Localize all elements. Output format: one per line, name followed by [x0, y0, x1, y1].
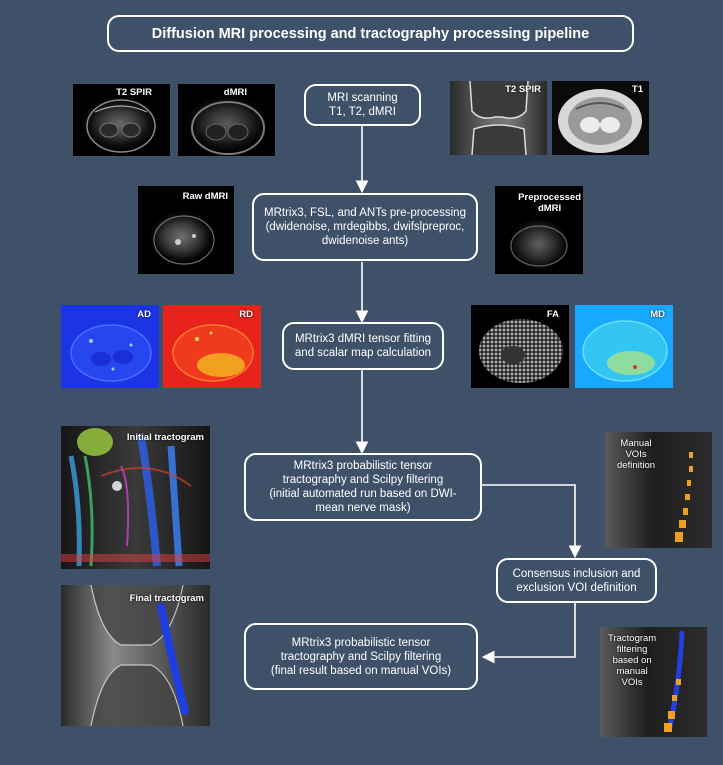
label-md: MD [650, 309, 665, 320]
image-manual-vois: Manual VOIs definition [605, 432, 712, 548]
step-preprocessing-line3: dwidenoise ants) [321, 235, 409, 247]
step-consensus-voi-line1: Consensus inclusion and [512, 567, 641, 580]
image-md-map: MD [575, 305, 673, 388]
label-manual-vois-line3: definition [617, 460, 656, 471]
step-final-tractography: MRtrix3 probabilistic tensor tractograph… [244, 623, 478, 690]
label-fa: FA [546, 309, 559, 320]
image-t2spir-coronal: T2 SPIR [450, 81, 547, 155]
label-preprocessed-dmri-line2: dMRI [537, 203, 562, 214]
image-fa-map: FA [471, 305, 569, 388]
label-tractogram-filtering-line2: filtering [616, 644, 648, 655]
image-ad-map: AD [61, 305, 159, 388]
label-t2spir-axial: T2 SPIR [116, 87, 152, 98]
label-dmri: dMRI [223, 87, 247, 98]
label-final-tractogram: Final tractogram [129, 593, 204, 604]
label-tractogram-filtering-line3: based on [612, 655, 652, 666]
step-final-tractography-line3: (final result based on manual VOIs) [270, 664, 452, 677]
image-dmri: dMRI [178, 84, 275, 156]
label-manual-vois-line1: Manual [620, 438, 652, 449]
step-consensus-voi-line2: exclusion VOI definition [516, 581, 637, 594]
label-tractogram-filtering-line4: manual [616, 666, 648, 677]
label-tractogram-filtering-line5: VOIs [621, 677, 643, 688]
label-rd: RD [239, 309, 253, 320]
step-mri-scanning: MRI scanning T1, T2, dMRI [304, 84, 421, 126]
label-tractogram-filtering: Tractogram filtering based on manual VOI… [608, 633, 656, 688]
label-t1: T1 [631, 84, 643, 95]
step-tensor-fitting-line1: MRtrix3 dMRI tensor fitting [294, 333, 432, 345]
step-mri-scanning-line2: T1, T2, dMRI [329, 106, 396, 118]
step-tensor-fitting-line2: and scalar map calculation [294, 347, 432, 359]
pipeline-title: Diffusion MRI processing and tractograph… [107, 15, 634, 52]
image-final-tractogram: Final tractogram [61, 585, 210, 726]
step-mri-scanning-line1: MRI scanning [327, 92, 398, 104]
image-raw-dmri: Raw dMRI [138, 186, 234, 274]
step-tensor-fitting: MRtrix3 dMRI tensor fitting and scalar m… [282, 322, 444, 370]
label-raw-dmri: Raw dMRI [182, 191, 228, 202]
step-initial-tractography-line2: tractography and Scilpy filtering [282, 474, 444, 486]
pipeline-title-text: Diffusion MRI processing and tractograph… [151, 25, 590, 42]
label-ad: AD [137, 309, 151, 320]
label-initial-tractogram: Initial tractogram [126, 432, 204, 443]
image-t1: T1 [552, 81, 649, 155]
step-consensus-voi: Consensus inclusion and exclusion VOI de… [496, 558, 657, 603]
step-initial-tractography: MRtrix3 probabilistic tensor tractograph… [244, 453, 482, 521]
step-final-tractography-line2: tractography and Scilpy filtering [280, 650, 442, 663]
step-initial-tractography-line1: MRtrix3 probabilistic tensor [293, 460, 433, 472]
arrow-s5-s6 [481, 603, 576, 664]
step-preprocessing-line2: (dwidenoise, mrdegibbs, dwifslpreproc, [265, 221, 465, 233]
step-preprocessing: MRtrix3, FSL, and ANTs pre-processing (d… [252, 193, 478, 261]
image-t2spir-axial: T2 SPIR [73, 84, 170, 156]
image-tractogram-filtering: Tractogram filtering based on manual VOI… [600, 627, 707, 737]
image-rd-map: RD [163, 305, 261, 388]
step-initial-tractography-line3: (initial automated run based on DWI- [269, 488, 457, 500]
label-t2spir-coronal: T2 SPIR [505, 84, 541, 95]
step-initial-tractography-line4: mean nerve mask) [315, 502, 411, 514]
label-manual-vois: Manual VOIs definition [617, 438, 655, 471]
label-manual-vois-line2: VOIs [625, 449, 647, 460]
label-tractogram-filtering-line1: Tractogram [608, 633, 657, 644]
step-final-tractography-line1: MRtrix3 probabilistic tensor [291, 636, 431, 649]
label-preprocessed-dmri-line1: Preprocessed [518, 192, 581, 203]
image-preprocessed-dmri: Preprocessed dMRI [495, 186, 583, 274]
label-preprocessed-dmri: Preprocessed dMRI [518, 192, 581, 214]
image-initial-tractogram: Initial tractogram [61, 426, 210, 569]
arrow-s4-s5 [482, 484, 582, 559]
step-preprocessing-line1: MRtrix3, FSL, and ANTs pre-processing [264, 207, 466, 219]
